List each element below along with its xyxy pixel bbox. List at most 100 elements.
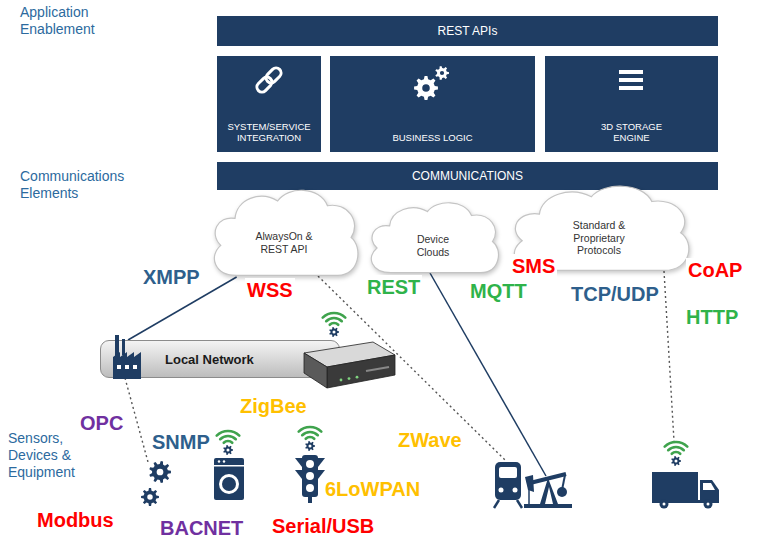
protocol-label: ZWave — [396, 428, 464, 452]
truck-trailer — [652, 472, 698, 500]
layer-label: Sensors, Devices & Equipment — [8, 430, 86, 481]
truck-wheel — [704, 500, 713, 509]
storage-bar — [619, 70, 643, 74]
gear-icon — [329, 327, 339, 337]
protocol-label: Modbus — [35, 508, 116, 532]
washer-drum — [219, 474, 239, 494]
washer-dot — [223, 460, 225, 462]
node-text: SYSTEM/SERVICE INTEGRATION — [222, 122, 316, 144]
gear-icon — [671, 456, 681, 466]
light-lamp — [306, 484, 314, 492]
light-wing — [318, 458, 325, 467]
wireless-icon — [299, 427, 322, 451]
wireless-arc — [665, 442, 688, 447]
protocol-label: TCP/UDP — [569, 282, 661, 306]
node-text: COMMUNICATIONS — [412, 169, 523, 183]
router-side — [304, 353, 327, 388]
node-text: AlwaysOn & REST API — [248, 230, 320, 255]
light-wing — [295, 458, 302, 467]
protocol-label: CoAP — [686, 258, 744, 282]
storage-bar — [619, 86, 643, 90]
washer-door — [222, 477, 236, 491]
wireless-arc — [299, 427, 322, 432]
protocol-label: OPC — [78, 411, 125, 435]
leader-line — [318, 276, 505, 460]
router-port — [366, 367, 389, 371]
pump-weight — [557, 487, 567, 497]
light-pole — [308, 497, 312, 503]
gear-icon — [305, 441, 315, 451]
link-icon — [255, 66, 283, 94]
wireless-arc — [306, 437, 314, 439]
icon-group — [619, 70, 643, 90]
router-top — [304, 342, 395, 367]
pump-frame — [540, 478, 558, 504]
link-ring — [255, 75, 274, 94]
wireless-arc — [302, 432, 318, 435]
node-text: REST APIs — [438, 24, 498, 38]
train-leg — [494, 500, 499, 508]
truck-window — [703, 483, 715, 490]
storage-bar — [619, 78, 643, 82]
pump-beam — [530, 474, 566, 483]
protocol-label: SMS — [510, 254, 557, 278]
wireless-arc — [224, 441, 232, 443]
function-box: 3D STORAGE ENGINE — [545, 56, 718, 152]
washer-strip — [214, 465, 244, 467]
cloud-node: AlwaysOn & REST API — [205, 182, 363, 277]
protocol-label: ZigBee — [238, 394, 309, 418]
layer-label: Communications Elements — [20, 168, 135, 202]
gear-icon — [141, 488, 159, 506]
layer-label: Application Enablement — [20, 4, 135, 38]
leader-line — [125, 378, 148, 462]
icon-group — [113, 313, 395, 388]
wireless-arc — [217, 431, 240, 436]
wireless-icon — [665, 442, 688, 466]
train-leg — [517, 500, 522, 508]
router-led — [356, 376, 359, 379]
function-box: SYSTEM/SERVICE INTEGRATION — [217, 56, 321, 152]
factory-icon — [113, 352, 141, 379]
traffic-light-icon — [295, 455, 325, 503]
train-icon — [494, 462, 522, 508]
oil-pump-icon — [524, 474, 572, 508]
cloud-shape — [205, 182, 363, 277]
truck-hub — [663, 503, 666, 506]
wireless-arc — [326, 318, 342, 321]
cloud-outline — [371, 203, 498, 273]
icon-group — [255, 66, 283, 94]
cloud-outline — [214, 190, 358, 275]
washer-dot — [218, 460, 220, 462]
layer-band: REST APIs — [217, 16, 718, 46]
light-lamp — [306, 472, 314, 480]
factory-chimney — [115, 335, 119, 357]
factory-chimney — [122, 339, 125, 355]
train-lamp — [513, 488, 518, 493]
leader-line — [664, 271, 674, 441]
wireless-icon — [323, 313, 346, 337]
router-front — [327, 355, 395, 388]
function-box: BUSINESS LOGIC — [330, 56, 535, 152]
truck-icon — [652, 472, 719, 509]
link-ring — [264, 66, 283, 85]
gear-icon — [414, 76, 438, 100]
train-lamp — [499, 488, 504, 493]
truck-hub — [707, 503, 710, 506]
node-text: Device Clouds — [403, 233, 463, 258]
train-body — [495, 462, 521, 500]
network-box: Local Network — [100, 340, 340, 378]
washing-machine-icon — [214, 458, 244, 500]
pump-base — [524, 504, 572, 508]
router-led — [348, 377, 351, 380]
router-led — [340, 379, 343, 382]
protocol-label: SNMP — [150, 430, 212, 454]
protocol-label: XMPP — [141, 265, 202, 289]
wireless-arc — [672, 452, 680, 454]
pump-rod — [528, 490, 530, 504]
node-text: Local Network — [165, 352, 254, 367]
light-wing — [295, 470, 302, 479]
cloud-node: Device Clouds — [363, 196, 503, 274]
wireless-arc — [330, 323, 338, 325]
factory-window — [133, 365, 137, 369]
